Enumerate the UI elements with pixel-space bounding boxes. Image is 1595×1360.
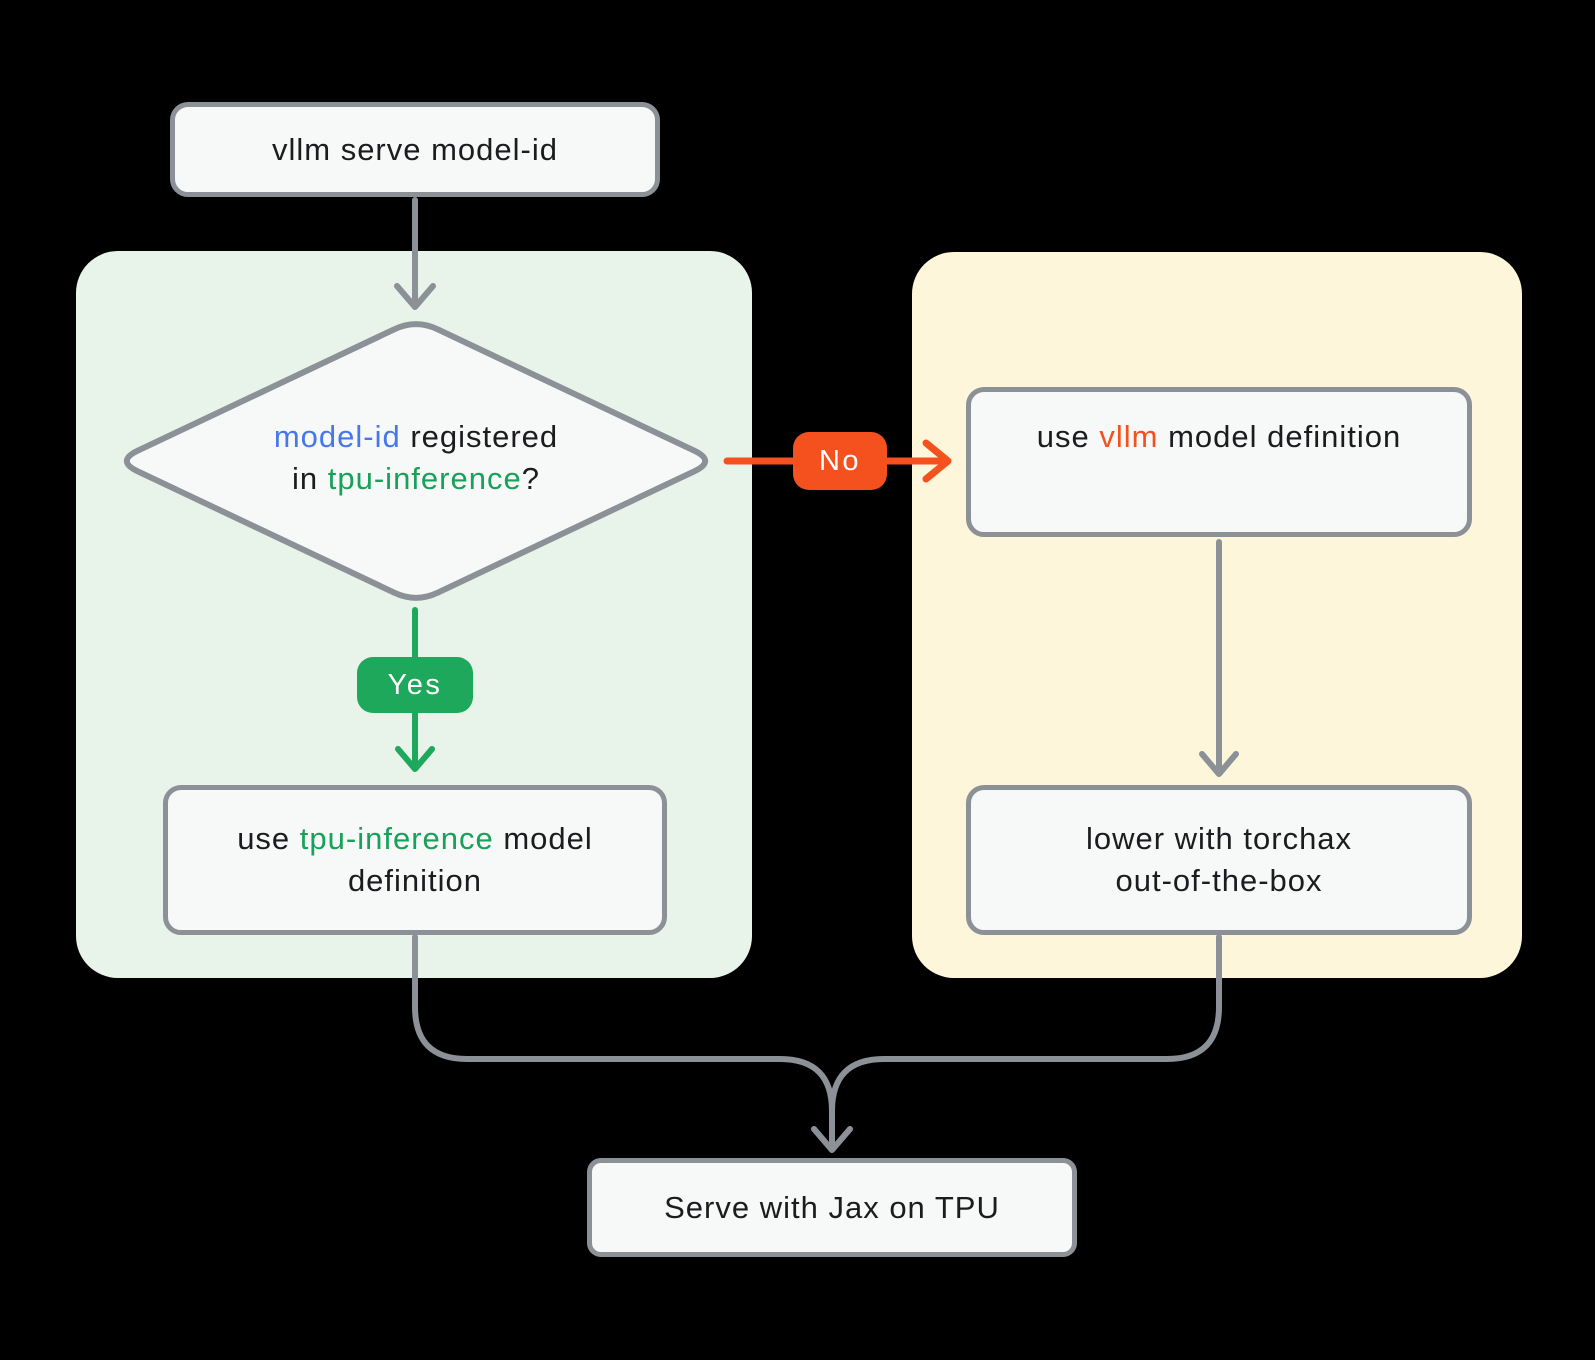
- decision-model-id-text: model-id: [273, 419, 401, 454]
- decision-registered-text: registered: [400, 419, 559, 454]
- torchax-line-1: lower with torchax: [1085, 821, 1353, 856]
- use-tpu-inference-label: use tpu-inference model definition: [237, 818, 593, 902]
- arrow-vllm-to-torchax-icon: [1199, 539, 1239, 777]
- decision-diamond-shape: [123, 321, 709, 601]
- torchax-node: lower with torchax out-of-the-box: [966, 785, 1472, 935]
- decision-in-text: in: [292, 461, 328, 496]
- start-node-label: vllm serve model-id: [271, 131, 558, 167]
- decision-question-mark: ?: [521, 461, 540, 496]
- use-vllm-use-text: use: [1036, 419, 1100, 454]
- use-vllm-vllm-text: vllm: [1099, 419, 1159, 454]
- use-vllm-rest-text: model definition: [1158, 419, 1402, 454]
- no-badge: No: [793, 432, 887, 490]
- use-vllm-label: use vllm model definition: [1037, 416, 1401, 458]
- arrow-start-to-decision-icon: [394, 197, 436, 310]
- decision-line-1: model-id registered: [146, 416, 686, 458]
- use-tpu-inference-node: use tpu-inference model definition: [163, 785, 667, 935]
- torchax-line-2: out-of-the-box: [1115, 863, 1323, 898]
- yes-badge-label: Yes: [387, 668, 443, 701]
- serve-node: Serve with Jax on TPU: [587, 1158, 1077, 1257]
- decision-node: model-id registered in tpu-inference?: [146, 416, 686, 500]
- use-tpu-model-text: model: [493, 821, 593, 856]
- use-tpu-use-text: use: [237, 821, 300, 856]
- decision-tpu-inference-text: tpu-inference: [327, 461, 522, 496]
- serve-node-label: Serve with Jax on TPU: [664, 1189, 1000, 1225]
- use-vllm-node: use vllm model definition: [966, 387, 1472, 537]
- yes-badge: Yes: [357, 657, 473, 713]
- use-tpu-tpu-inference-text: tpu-inference: [299, 821, 494, 856]
- torchax-label: lower with torchax out-of-the-box: [1086, 818, 1352, 902]
- no-badge-label: No: [818, 444, 862, 477]
- decision-line-2: in tpu-inference?: [146, 458, 686, 500]
- merge-connector-icon: [412, 934, 1222, 1153]
- use-tpu-line-1: use tpu-inference model: [237, 818, 593, 860]
- start-node: vllm serve model-id: [170, 102, 660, 197]
- use-tpu-line-2: definition: [347, 863, 483, 898]
